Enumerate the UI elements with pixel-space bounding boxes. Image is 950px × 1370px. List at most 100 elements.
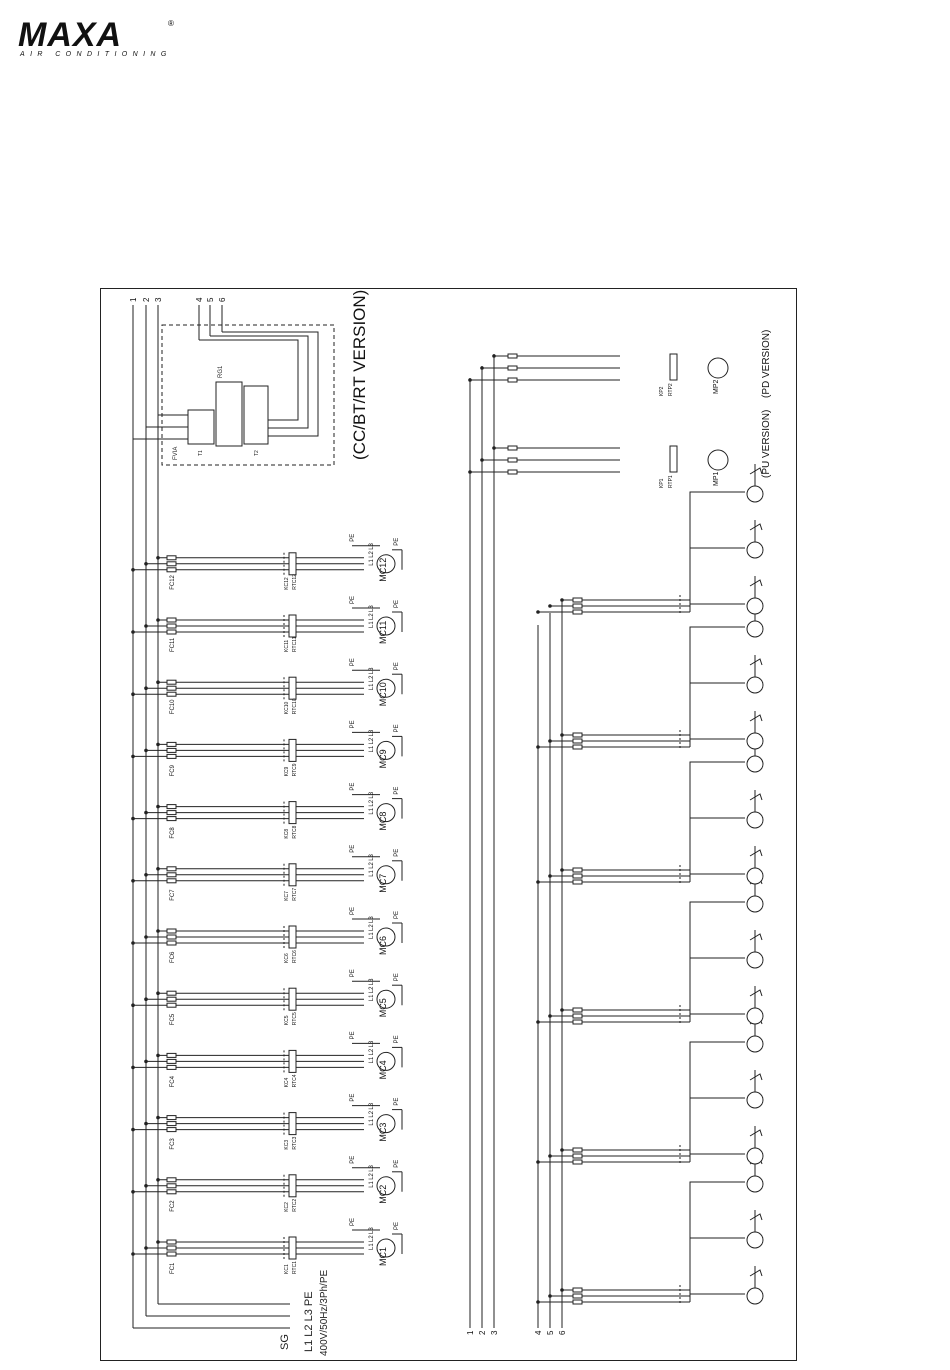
- motor-terminal-pe: PE: [350, 845, 356, 853]
- compressor-thermal-label: RTC9: [292, 763, 298, 776]
- compressor-thermal-label: RTC3: [292, 1136, 298, 1149]
- compressor-motor-label: MC7: [378, 874, 388, 893]
- compressor-contactor-label: KC3: [284, 1140, 290, 1150]
- motor-terminal-pe: PE: [350, 658, 356, 666]
- motor-terminal-pe: PE: [394, 1098, 400, 1106]
- pd-version-title: (PD VERSION): [761, 330, 772, 398]
- motor-terminal-l2: L2: [369, 1048, 375, 1055]
- motor-terminal-pe: PE: [394, 973, 400, 981]
- diagram-frame: [100, 288, 797, 1361]
- motor-terminal-l1: L1: [369, 1180, 375, 1187]
- motor-terminal-pe: PE: [394, 787, 400, 795]
- compressor-motor-label: MC5: [378, 998, 388, 1017]
- motor-terminal-l3: L3: [369, 729, 375, 736]
- compressor-fuse-label: FC8: [170, 827, 176, 839]
- motor-terminal-l3: L3: [369, 1102, 375, 1109]
- compressor-fuse-label: FC11: [170, 637, 176, 652]
- terminal-label-bottom: 5: [546, 1330, 555, 1335]
- terminal-label-bottom: 4: [534, 1330, 543, 1335]
- compressor-thermal-label: RTC6: [292, 950, 298, 963]
- terminal-label-top: 1: [129, 297, 138, 302]
- pump-thermal-label: RTP2: [668, 383, 674, 396]
- pump-motor-label: MP2: [713, 380, 720, 395]
- terminal-label-bottom: 1: [466, 1330, 475, 1335]
- motor-terminal-l2: L2: [369, 1110, 375, 1117]
- motor-terminal-l1: L1: [369, 994, 375, 1001]
- motor-terminal-l3: L3: [369, 853, 375, 860]
- fan-group: [536, 1014, 764, 1165]
- motor-terminal-l2: L2: [369, 550, 375, 557]
- terminal-label-bottom: 3: [490, 1330, 499, 1335]
- compressor-fuse-label: FC1: [170, 1262, 176, 1274]
- fan-group: [536, 464, 764, 615]
- pump-relay-label: KP1: [659, 478, 665, 488]
- compressor-fuse-label: FC12: [170, 574, 176, 589]
- compressor-motor-label: MC6: [378, 936, 388, 955]
- motor-terminal-l1: L1: [369, 621, 375, 628]
- compressor-thermal-label: RTC7: [292, 888, 298, 901]
- compressor-motor-label: MC1: [378, 1247, 388, 1266]
- motor-terminal-pe: PE: [350, 1156, 356, 1164]
- motor-terminal-l2: L2: [369, 986, 375, 993]
- compressor-fuse-label: FC4: [170, 1075, 176, 1087]
- terminal-label-top: 2: [142, 297, 151, 302]
- motor-terminal-l1: L1: [369, 869, 375, 876]
- compressor-fuse-label: FC3: [170, 1138, 176, 1150]
- motor-terminal-pe: PE: [394, 1222, 400, 1230]
- compressor-fuse-label: FC5: [170, 1013, 176, 1025]
- motor-terminal-pe: PE: [394, 538, 400, 546]
- terminal-label-top: 4: [195, 297, 204, 302]
- supply-sg-label: SG: [279, 1334, 291, 1350]
- compressor-motor-label: MC8: [378, 812, 388, 831]
- compressor-thermal-label: RTC5: [292, 1012, 298, 1025]
- motor-terminal-l2: L2: [369, 675, 375, 682]
- fan-group: [536, 734, 764, 885]
- terminal-label-top: 5: [206, 297, 215, 302]
- compressor-fuse-label: FC6: [170, 951, 176, 963]
- compressor-contactor-label: KC8: [284, 829, 290, 839]
- compressor-motor-label: MC10: [378, 682, 388, 706]
- pump-thermal-label: RTP1: [668, 475, 674, 488]
- terminal-label-top: 6: [218, 297, 227, 302]
- motor-terminal-l2: L2: [369, 1172, 375, 1179]
- fan-group: [536, 874, 764, 1025]
- motor-terminal-pe: PE: [350, 1031, 356, 1039]
- motor-terminal-l1: L1: [369, 1056, 375, 1063]
- fan-t2-label: T2: [254, 450, 260, 456]
- compressor-fuse-label: FC10: [170, 699, 176, 714]
- motor-terminal-l2: L2: [369, 924, 375, 931]
- fan-control-block: [133, 305, 335, 466]
- fan-t1-label: T1: [198, 450, 204, 456]
- compressor-thermal-label: RTC8: [292, 825, 298, 838]
- compressor-fuse-label: FC7: [170, 889, 176, 901]
- compressor-contactor-label: KC12: [284, 577, 290, 590]
- motor-terminal-l2: L2: [369, 1235, 375, 1242]
- compressor-motor-label: MC11: [378, 621, 388, 644]
- motor-terminal-pe: PE: [394, 724, 400, 732]
- brand-tagline: AIR CONDITIONING: [19, 51, 172, 58]
- pump-relay-label: KP2: [659, 386, 665, 396]
- compressor-contactor-label: KC7: [284, 891, 290, 901]
- motor-terminal-l1: L1: [369, 1243, 375, 1250]
- pu-version-title: (PU VERSION): [761, 410, 772, 478]
- motor-terminal-l2: L2: [369, 799, 375, 806]
- motor-terminal-l1: L1: [369, 807, 375, 814]
- compressor-thermal-label: RTC4: [292, 1074, 298, 1087]
- motor-terminal-pe: PE: [350, 783, 356, 791]
- motor-terminal-l3: L3: [369, 1164, 375, 1171]
- terminal-label-top: 3: [154, 297, 163, 302]
- fan-group: [536, 1154, 764, 1305]
